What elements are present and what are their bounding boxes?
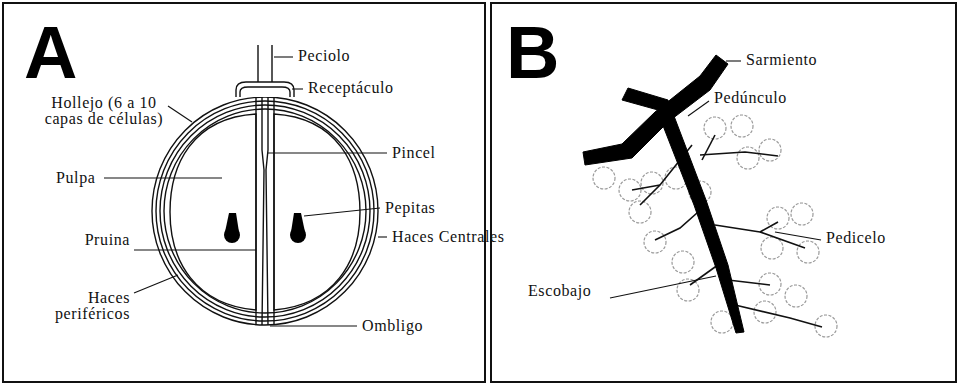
pedicel (632, 185, 660, 190)
skin-layer (160, 105, 370, 317)
grape-cluster (583, 55, 837, 337)
leader-line (304, 208, 380, 216)
part-label: Escobajo (528, 283, 591, 299)
grape-berry-outline (761, 237, 783, 259)
skin-layer (152, 97, 378, 325)
seed (224, 213, 306, 243)
panel-letter: B (506, 16, 559, 90)
grape-berry-outline (644, 231, 666, 253)
pedicel (735, 305, 822, 327)
part-label: Sarmiento (746, 52, 817, 68)
skin-layer (164, 109, 366, 313)
grape-berry-outline (672, 251, 694, 273)
shoot-sarmiento (583, 55, 728, 165)
seed (290, 227, 306, 243)
leader-line (168, 106, 192, 122)
central-bundle (273, 97, 274, 325)
petiole (258, 45, 272, 82)
leader-line (270, 325, 357, 326)
part-label: Pincel (392, 145, 436, 161)
part-label: Receptáculo (308, 80, 394, 96)
rachis-escobajo (660, 116, 744, 333)
pedicel (760, 222, 778, 232)
pedicel (715, 225, 805, 248)
panel-letter: A (24, 16, 77, 90)
figure-panel: B (490, 2, 957, 383)
grape-berry-outline (593, 167, 615, 189)
part-label: Pedicelo (826, 230, 886, 246)
pedicel (728, 280, 770, 285)
grape-berry-outline (731, 115, 753, 137)
part-label: Peciolo (298, 48, 350, 64)
leader-line (378, 236, 387, 237)
grape-berry-outline (797, 241, 819, 263)
grape-berry-outline (641, 172, 663, 194)
seed (224, 227, 240, 243)
grape-berry-outline (711, 311, 733, 333)
part-label: Pruina (38, 232, 130, 248)
central-bundle (255, 97, 256, 325)
part-label: Hollejo (6 a 10 capas de células) (34, 95, 174, 127)
leader-line (274, 56, 293, 57)
pulp-lobe (170, 114, 256, 310)
pedicel (702, 135, 715, 160)
grape-berry-outline (619, 179, 641, 201)
leader-line (726, 60, 741, 61)
part-label: Haces periféricos (30, 290, 130, 322)
grape-berry-outline (785, 285, 807, 307)
part-label: Pulpa (56, 170, 95, 186)
pedicel (700, 152, 778, 156)
grape-berry-outline (737, 147, 759, 169)
grape-berry-outline (759, 139, 781, 161)
central-bundle (266, 97, 268, 325)
leader-line (610, 276, 716, 298)
leader-line (268, 152, 387, 153)
grape-berry-outline (791, 203, 813, 225)
leader-line (134, 249, 256, 250)
receptacle (236, 82, 294, 97)
receptacle (240, 87, 290, 97)
leader-line (104, 177, 222, 178)
part-label: Haces Centrales (392, 229, 505, 245)
skin-layer (156, 101, 374, 321)
leader-line (292, 88, 303, 89)
central-bundle (262, 97, 264, 325)
leader-line (134, 275, 178, 293)
part-label: Pepitas (385, 200, 435, 216)
leader-line (775, 232, 821, 240)
leader-lines (610, 61, 821, 298)
part-label: Pedúnculo (714, 90, 787, 106)
part-label: Ombligo (362, 318, 423, 334)
leader-line (688, 101, 709, 116)
